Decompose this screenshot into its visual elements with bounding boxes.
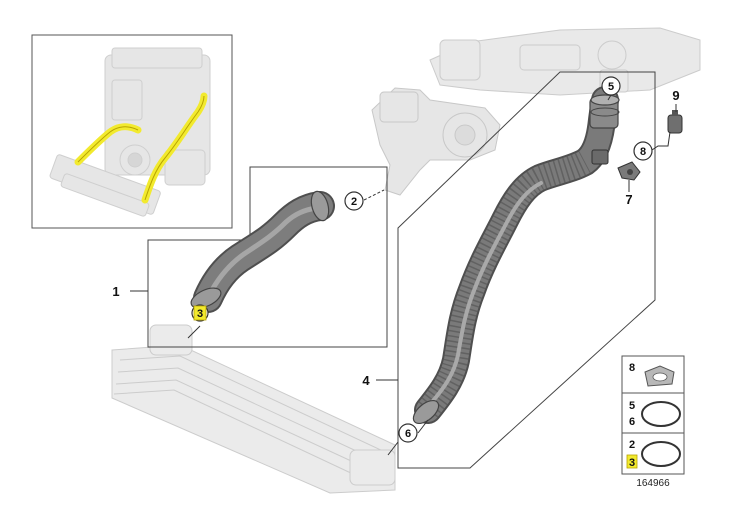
callout-4: 4 <box>362 373 370 388</box>
legend-row-seal-ring-5-6: 5 6 <box>629 400 681 428</box>
o-ring-icon <box>641 441 681 467</box>
svg-text:6: 6 <box>405 428 411 440</box>
intake-manifold-ghost <box>429 27 701 96</box>
diagram-reference-number: 164966 <box>636 478 670 489</box>
engine-overview-inset <box>31 34 233 229</box>
callout-2: 2 <box>344 191 364 211</box>
part-4-charge-hose <box>412 86 620 425</box>
o-ring-icon <box>641 401 681 427</box>
svg-text:8: 8 <box>640 146 646 158</box>
part-1-charge-hose <box>190 190 335 313</box>
ghost-components <box>111 27 701 494</box>
legend-row-seal-ring-2-3: 2 3 <box>626 439 681 469</box>
small-parts-legend: 8 5 6 2 3 164966 <box>621 355 685 489</box>
svg-text:2: 2 <box>351 196 357 208</box>
legend-row-gasket: 8 <box>629 362 675 387</box>
intercooler-ghost <box>111 324 396 494</box>
turbocharger-ghost <box>371 87 501 196</box>
svg-text:8: 8 <box>629 362 635 374</box>
svg-text:5: 5 <box>608 81 614 93</box>
svg-text:3: 3 <box>197 308 203 320</box>
callout-9: 9 <box>672 88 679 103</box>
svg-text:3: 3 <box>629 457 635 469</box>
part-4-group-frame <box>397 71 656 469</box>
svg-text:6: 6 <box>629 416 635 428</box>
svg-text:2: 2 <box>629 439 635 451</box>
engine-ghost-image <box>49 47 211 217</box>
callouts: 1 2 3 4 5 6 7 8 9 <box>112 76 680 443</box>
callout-5: 5 <box>601 76 621 96</box>
callout-6: 6 <box>398 423 418 443</box>
part-9-sensor <box>667 110 683 134</box>
callout-1: 1 <box>112 284 119 299</box>
svg-text:5: 5 <box>629 400 635 412</box>
callout-7: 7 <box>625 192 632 207</box>
part-7-sensor-bracket <box>617 161 641 181</box>
callout-3: 3 <box>191 304 209 322</box>
callout-8: 8 <box>633 141 653 161</box>
